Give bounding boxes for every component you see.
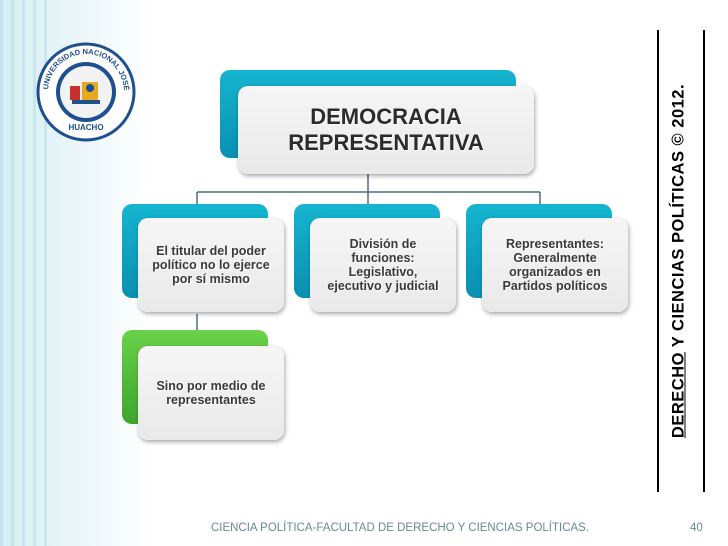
grandchild-node: Sino por medio de representantes [138,346,284,440]
university-seal-logo: UNIVERSIDAD NACIONAL JOSÉ FAUSTINO SÁNCH… [36,42,136,142]
side-title-underlined: DERECHO [669,352,688,439]
child-1-line-3: por sí mismo [172,272,250,286]
page-number: 40 [690,522,703,534]
child-2-line-2: funciones: [351,251,415,265]
child-2-line-4: ejecutivo y judicial [327,279,439,293]
child-2-line-1: División de [349,237,417,251]
footer-text: CIENCIA POLÍTICA-FACULTAD DE DERECHO Y C… [210,522,590,534]
root-node: DEMOCRACIA REPRESENTATIVA [238,86,534,174]
child-2-line-3: Legislativo, [348,265,418,279]
child-node-2: División de funciones: Legislativo, ejec… [310,218,456,312]
child-1-line-1: El titular del poder [156,244,266,258]
child-3-line-2: Generalmente [513,251,597,265]
child-node-1: El titular del poder político no lo ejer… [138,218,284,312]
child-3-line-1: Representantes: [506,237,604,251]
child-1-line-2: político no lo ejerce [152,258,270,272]
side-title-frame [657,30,705,492]
child-3-line-3: organizados en [509,265,601,279]
root-line-2: REPRESENTATIVA [288,130,484,155]
seal-bottom-text: HUACHO [68,123,103,132]
side-title-rest: Y CIENCIAS POLÍTICAS © 2012. [669,83,688,353]
grandchild-line-1: Sino por medio de [156,379,266,393]
root-line-1: DEMOCRACIA [310,104,462,129]
side-title: DERECHO Y CIENCIAS POLÍTICAS © 2012. [670,84,689,438]
grandchild-line-2: representantes [166,393,256,407]
child-node-3: Representantes: Generalmente organizados… [482,218,628,312]
child-3-line-4: Partidos políticos [502,279,608,293]
